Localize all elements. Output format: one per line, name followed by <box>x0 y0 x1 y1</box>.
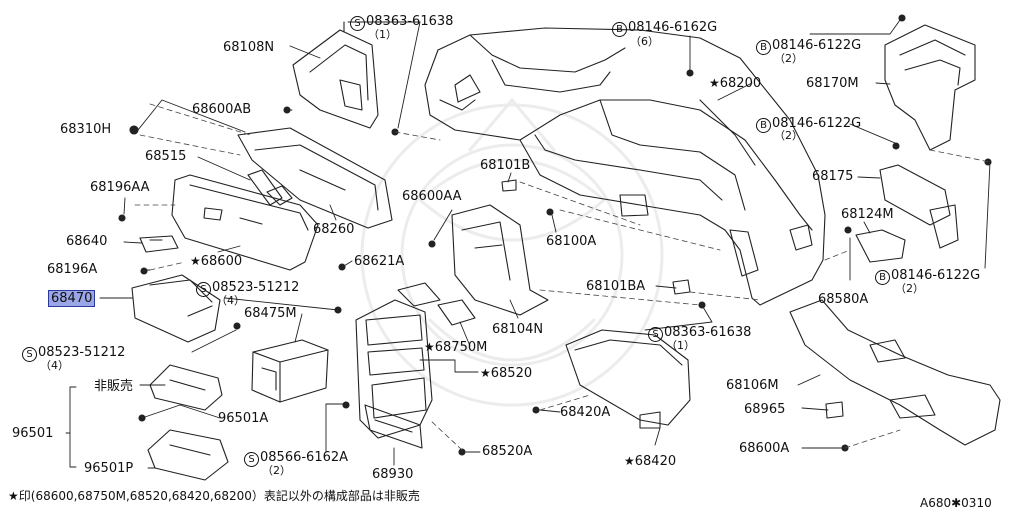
qty-08566: （2） <box>262 464 291 477</box>
label-68106M: 68106M <box>726 378 779 393</box>
dash-panel-68200 <box>424 27 826 306</box>
label-68420A: 68420A <box>560 405 611 420</box>
s-circle-icon: S <box>196 282 211 297</box>
plate-68930 <box>364 404 423 449</box>
label-68104N: 68104N <box>492 322 544 337</box>
small-parts <box>501 179 844 419</box>
label-96501: 96501 <box>12 426 54 441</box>
label-68930: 68930 <box>372 467 414 482</box>
label-68600AB: 68600AB <box>192 102 252 117</box>
label-68196AA: 68196AA <box>90 180 150 195</box>
star-icon: ★ <box>190 254 201 268</box>
label-68170M: 68170M <box>806 76 859 91</box>
star-icon: ★ <box>424 340 435 354</box>
qty-08523-b: （4） <box>40 359 69 372</box>
label-hihanbai: 非販売 <box>94 379 134 394</box>
s-circle-icon: S <box>244 452 259 467</box>
qty-08146-a: （2） <box>774 52 803 65</box>
diagram-code: A680✱0310 <box>920 496 992 510</box>
label-68124M: 68124M <box>841 207 894 222</box>
guide-lines <box>134 103 991 451</box>
label-68621A: 68621A <box>354 254 405 269</box>
label-68100A: 68100A <box>546 234 597 249</box>
qty-08523-a: （4） <box>216 294 245 307</box>
b-circle-icon: B <box>875 270 890 285</box>
screws <box>118 14 992 456</box>
label-68196A: 68196A <box>47 262 98 277</box>
qty-08363-b: （1） <box>666 339 695 352</box>
label-68200: ★68200 <box>709 76 762 91</box>
label-68515: 68515 <box>145 149 187 164</box>
box-68475M <box>251 339 329 403</box>
watermark-emblem <box>360 98 664 407</box>
bracket-68108N <box>292 21 379 129</box>
s-circle-icon: S <box>22 347 37 362</box>
parts-96501 <box>147 364 229 481</box>
label-96501A: 96501A <box>218 411 269 426</box>
star-icon: ★ <box>624 454 635 468</box>
label-68475M: 68475M <box>244 306 297 321</box>
glove-box-68600 <box>171 174 319 271</box>
center-bezel-68520 <box>355 299 433 439</box>
leader-lines <box>65 19 991 469</box>
s-circle-icon: S <box>350 16 365 31</box>
label-68260: 68260 <box>313 222 355 237</box>
label-68520A: 68520A <box>482 444 533 459</box>
label-68175: 68175 <box>812 169 854 184</box>
qty-08146-6162G: （6） <box>630 35 659 48</box>
center-bracket-68104N <box>451 204 549 316</box>
lower-panel-68106M <box>789 299 1001 446</box>
damper-68515 <box>247 169 293 206</box>
star-icon: ★ <box>709 76 720 90</box>
label-68108N: 68108N <box>223 40 275 55</box>
label-68750M: ★68750M <box>424 340 488 355</box>
label-68101B: 68101B <box>480 158 531 173</box>
star-icon: ★ <box>480 366 491 380</box>
footnote: ★印(68600,68750M,68520,68420,68200）表記以外の構… <box>8 489 420 503</box>
label-68470-highlighted[interactable]: 68470 <box>48 290 96 307</box>
qty-08146-b: （2） <box>774 129 803 142</box>
label-96501P: 96501P <box>84 461 134 476</box>
label-68965: 68965 <box>744 402 786 417</box>
label-68640: 68640 <box>66 234 108 249</box>
label-68600AA: 68600AA <box>402 189 462 204</box>
qty-08363-top: （1） <box>368 28 397 41</box>
label-68420: ★68420 <box>624 454 677 469</box>
b-circle-icon: B <box>756 40 771 55</box>
b-circle-icon: B <box>612 22 627 37</box>
s-circle-icon: S <box>648 327 663 342</box>
label-68580A: 68580A <box>818 292 869 307</box>
label-68600: ★68600 <box>190 254 243 269</box>
label-68520: ★68520 <box>480 366 533 381</box>
label-68600A: 68600A <box>739 441 790 456</box>
glove-inner-68260 <box>237 127 393 229</box>
latch-68640 <box>139 235 179 253</box>
label-68310H: 68310H <box>60 122 112 137</box>
label-68101BA: 68101BA <box>586 279 646 294</box>
bracket-68124M <box>855 229 906 263</box>
vents <box>397 282 476 326</box>
qty-08146-c: （2） <box>895 282 924 295</box>
bracket-68170M <box>884 24 976 151</box>
b-circle-icon: B <box>756 118 771 133</box>
bracket-68175 <box>879 164 959 249</box>
